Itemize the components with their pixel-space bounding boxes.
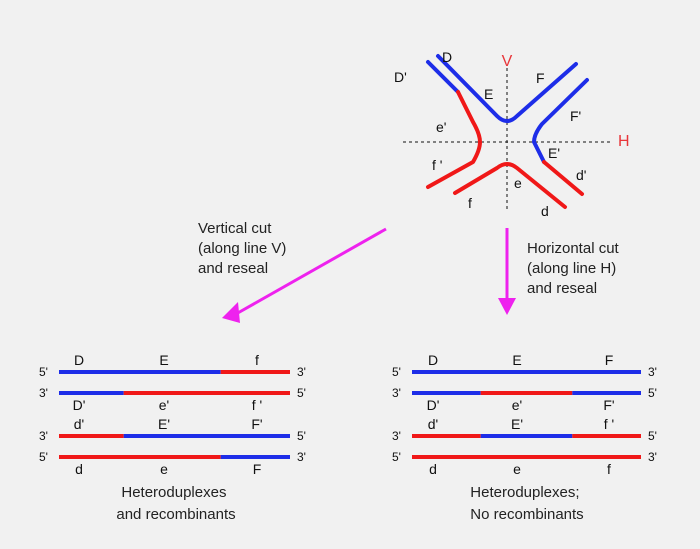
- note-vertical-cut: Vertical cut (along line V) and reseal: [198, 220, 291, 277]
- caption-left: Heteroduplexes and recombinants: [116, 484, 235, 523]
- end-label-right: 3': [297, 365, 306, 379]
- holliday-junction: V H D D' E F F' e' f ' E' d' e f d: [394, 49, 630, 219]
- label-f: f: [468, 195, 472, 211]
- caption-right-line1: Heteroduplexes;: [470, 484, 579, 501]
- label-E: E: [484, 86, 493, 102]
- label-F: F: [536, 70, 545, 86]
- strand-2: 3' 5' D' e' f ': [39, 386, 306, 413]
- end-label-left: 5': [39, 365, 48, 379]
- end-label-left: 3': [39, 386, 48, 400]
- note-horizontal-cut-line1: Horizontal cut: [527, 240, 620, 257]
- gene-label: d': [74, 416, 84, 432]
- label-d: d: [541, 203, 549, 219]
- end-label-right: 5': [297, 429, 306, 443]
- gene-label: D': [427, 397, 440, 413]
- strand-4: 5' 3' d e f: [392, 450, 657, 477]
- gene-label: f: [255, 352, 259, 368]
- strand-top-blue: [436, 54, 578, 123]
- label-d-prime: d': [576, 167, 586, 183]
- gene-label: e': [159, 397, 169, 413]
- gene-label: F': [251, 416, 262, 432]
- end-label-right: 5': [648, 429, 657, 443]
- gene-label: D: [428, 352, 438, 368]
- strand-right-blue: [532, 78, 589, 164]
- note-horizontal-cut-line3: and reseal: [527, 280, 597, 297]
- gene-label: d': [428, 416, 438, 432]
- gene-label: d: [429, 461, 437, 477]
- end-label-right: 3': [648, 450, 657, 464]
- gene-label: f ': [604, 416, 614, 432]
- caption-right-line2: No recombinants: [470, 506, 583, 523]
- note-vertical-cut-line2: (along line V): [198, 240, 286, 257]
- gene-label: E: [159, 352, 168, 368]
- gene-label: F': [603, 397, 614, 413]
- arrow-horizontal-cut-head: [498, 298, 516, 315]
- note-horizontal-cut-line2: (along line H): [527, 260, 616, 277]
- gene-label: D: [74, 352, 84, 368]
- gene-label: e: [160, 461, 168, 477]
- caption-left-line1: Heteroduplexes: [121, 484, 226, 501]
- end-label-left: 5': [39, 450, 48, 464]
- strand-1: 5' 3' D E F: [392, 352, 657, 379]
- label-E-prime: E': [548, 145, 560, 161]
- arrow-vertical-cut-head: [222, 302, 240, 323]
- strand-4: 5' 3' d e F: [39, 450, 306, 477]
- strand-3: 3' 5' d' E' f ': [392, 416, 657, 443]
- gene-label: e: [513, 461, 521, 477]
- end-label-right: 5': [297, 386, 306, 400]
- label-F-prime: F': [570, 108, 581, 124]
- strand-right-red: [542, 160, 584, 196]
- label-D-prime: D': [394, 69, 407, 85]
- gene-label: d: [75, 461, 83, 477]
- label-e: e: [514, 175, 522, 191]
- end-label-left: 5': [392, 450, 401, 464]
- gene-label: e': [512, 397, 522, 413]
- axis-v-label: V: [502, 53, 513, 70]
- strand-2: 3' 5' D' e' F': [392, 386, 657, 413]
- strand-top-left-blue: [426, 60, 460, 94]
- caption-left-line2: and recombinants: [116, 506, 235, 523]
- gene-label: E': [158, 416, 170, 432]
- end-label-left: 3': [39, 429, 48, 443]
- end-label-left: 5': [392, 365, 401, 379]
- end-label-left: 3': [392, 386, 401, 400]
- gene-label: D': [73, 397, 86, 413]
- label-f-prime: f ': [432, 157, 442, 173]
- label-D: D: [442, 49, 452, 65]
- gene-label: f ': [252, 397, 262, 413]
- strand-3: 3' 5' d' E' F': [39, 416, 306, 443]
- note-horizontal-cut: Horizontal cut (along line H) and reseal: [527, 240, 623, 297]
- end-label-right: 5': [648, 386, 657, 400]
- note-vertical-cut-line3: and reseal: [198, 260, 268, 277]
- end-label-right: 3': [648, 365, 657, 379]
- note-vertical-cut-line1: Vertical cut: [198, 220, 272, 237]
- caption-right: Heteroduplexes; No recombinants: [470, 484, 583, 523]
- strand-bottom-red: [453, 162, 567, 209]
- gene-label: E': [511, 416, 523, 432]
- arrow-vertical-cut: [235, 227, 387, 316]
- cut-arrows: [222, 227, 516, 323]
- right-product-duplexes: 5' 3' D E F 3' 5' D' e' F' 3' 5' d' E' f ' 5' 3' d e f: [392, 352, 657, 477]
- gene-label: f: [607, 461, 611, 477]
- gene-label: E: [512, 352, 521, 368]
- label-e-prime: e': [436, 119, 446, 135]
- gene-label: F: [253, 461, 262, 477]
- axis-h-label: H: [618, 133, 630, 150]
- end-label-right: 3': [297, 450, 306, 464]
- strand-top-left-red: [426, 90, 482, 189]
- end-label-left: 3': [392, 429, 401, 443]
- gene-label: F: [605, 352, 614, 368]
